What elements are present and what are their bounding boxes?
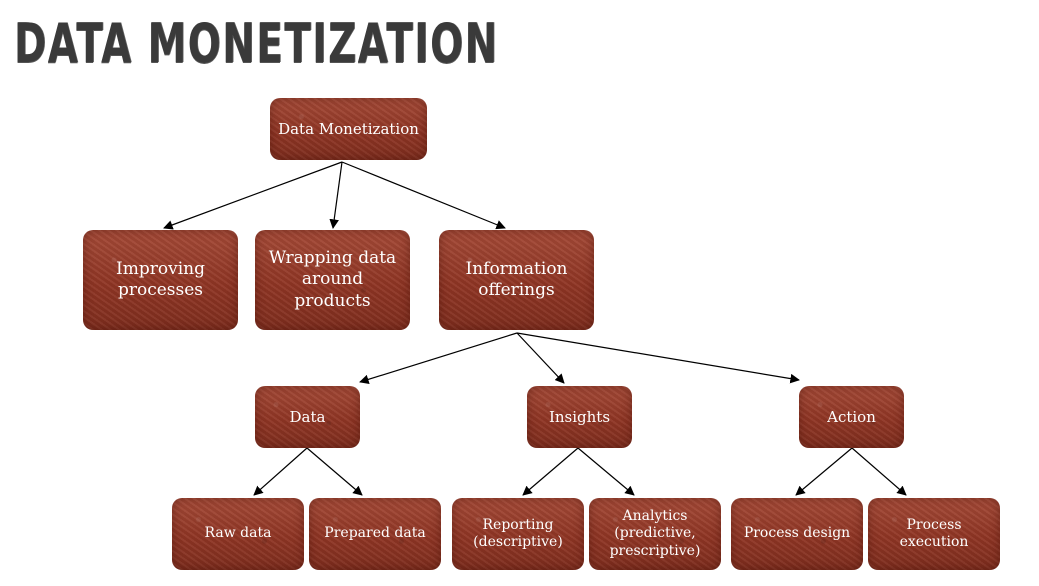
arrow-information-action <box>516 332 800 384</box>
node-process-design: Process design <box>731 498 863 570</box>
node-action: Action <box>799 386 904 448</box>
node-analytics: Analytics (predictive, prescriptive) <box>589 498 721 570</box>
arrow-action-design <box>795 447 853 496</box>
arrow-root-improving <box>163 161 343 230</box>
node-prepared-data: Prepared data <box>309 498 441 570</box>
node-information-offerings: Information offerings <box>439 230 594 330</box>
arrow-root-wrapping <box>329 161 343 229</box>
arrow-information-data <box>359 332 518 385</box>
arrow-insights-analytics <box>577 447 635 496</box>
node-raw-data: Raw data <box>172 498 304 570</box>
arrow-insights-reporting <box>522 447 579 496</box>
arrow-information-insights <box>516 332 565 384</box>
slide-title: DATA MONETIZATION <box>14 12 499 75</box>
node-reporting: Reporting (descriptive) <box>452 498 584 570</box>
node-data-monetization: Data Monetization <box>270 98 427 160</box>
node-insights: Insights <box>527 386 632 448</box>
arrow-action-execution <box>851 447 907 496</box>
node-wrapping-data: Wrapping data around products <box>255 230 410 330</box>
arrow-data-prepared <box>306 447 363 496</box>
arrow-root-information <box>341 161 506 230</box>
node-data: Data <box>255 386 360 448</box>
node-improving-processes: Improving processes <box>83 230 238 330</box>
arrow-data-raw <box>253 447 308 496</box>
node-process-execution: Process execution <box>868 498 1000 570</box>
